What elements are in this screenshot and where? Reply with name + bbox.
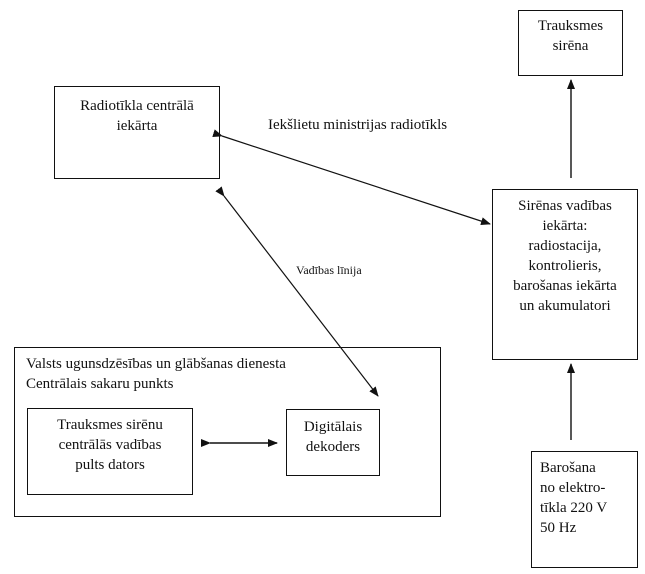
- siren-label: Trauksmes sirēna: [537, 18, 604, 54]
- decoder-label: Digitālais dekoders: [303, 419, 363, 455]
- decoder-box: [286, 409, 380, 476]
- power-label: Barošana no elektro- tīkla 220 V 50 Hz: [540, 460, 608, 536]
- ministry-network-label: Iekšlietu ministrijas radiotīkls: [268, 117, 448, 133]
- console-pc-label: Trauksmes sirēnu centrālās vadības pults…: [57, 417, 163, 473]
- siren-control-label: Sirēnas vadības iekārta: radiostacija, k…: [513, 198, 617, 314]
- control-line-arrow: [215, 186, 379, 397]
- console-pc-box: [27, 408, 193, 495]
- power-box: [531, 451, 638, 568]
- siren-box: [518, 10, 623, 76]
- siren-control-box: [492, 189, 638, 360]
- ministry-network-arrow: [212, 129, 491, 225]
- radio-central-label: Radiotīkla centrālā iekārta: [80, 98, 194, 134]
